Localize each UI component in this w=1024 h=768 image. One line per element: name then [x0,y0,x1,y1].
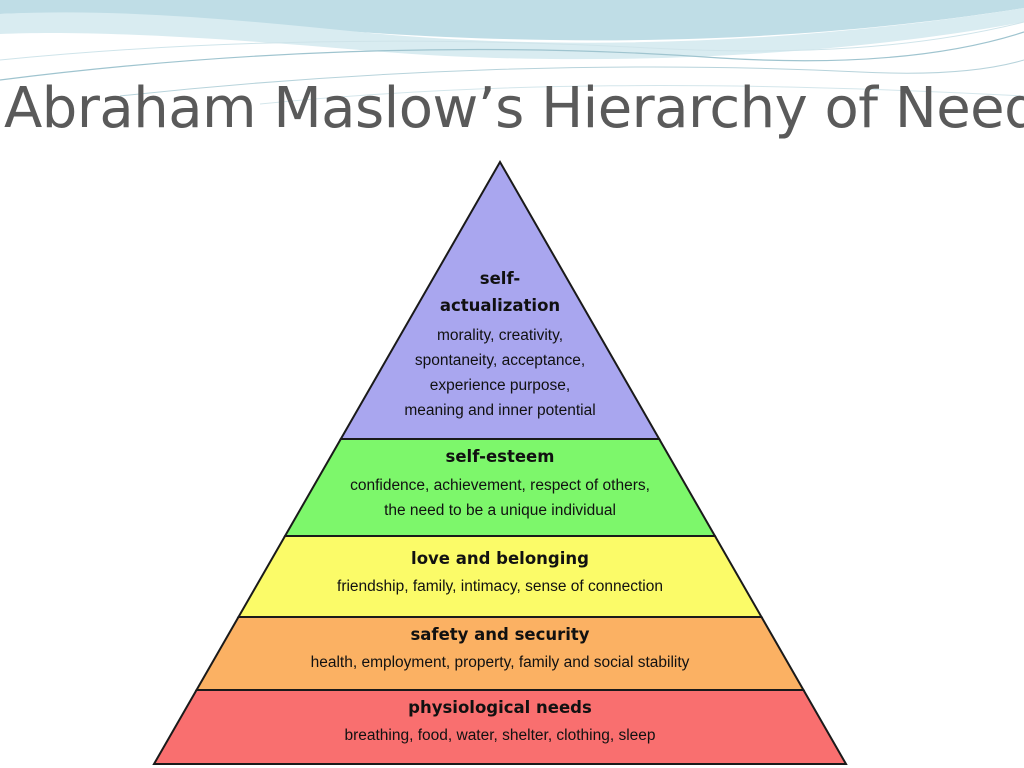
maslow-pyramid: self-actualization morality, creativity, s… [152,160,848,765]
level-title-safety-and-security: safety and security [410,625,589,644]
slide-title: Abraham Maslow’s Hierarchy of Needs [4,76,1024,141]
level-description-self-actualization: spontaneity, acceptance, [415,352,585,369]
level-title-self-actualization: actualization [440,296,560,315]
level-title-physiological-needs: physiological needs [408,698,592,717]
level-description-safety-and-security: health, employment, property, family and… [311,654,690,671]
level-description-self-actualization: morality, creativity, [437,327,563,344]
level-description-physiological-needs: breathing, food, water, shelter, clothin… [344,727,655,744]
level-description-self-esteem: confidence, achievement, respect of othe… [350,477,650,494]
level-title-self-esteem: self-esteem [446,447,555,466]
level-description-self-actualization: meaning and inner potential [404,402,595,419]
level-description-self-esteem: the need to be a unique individual [384,502,616,519]
level-title-self-actualization: self- [480,269,520,288]
header-wave-decoration [0,0,1024,105]
pyramid-level-physiological-needs [152,689,848,765]
level-description-self-actualization: experience purpose, [430,377,570,394]
level-description-love-and-belonging: friendship, family, intimacy, sense of c… [337,578,663,595]
level-title-love-and-belonging: love and belonging [411,549,589,568]
